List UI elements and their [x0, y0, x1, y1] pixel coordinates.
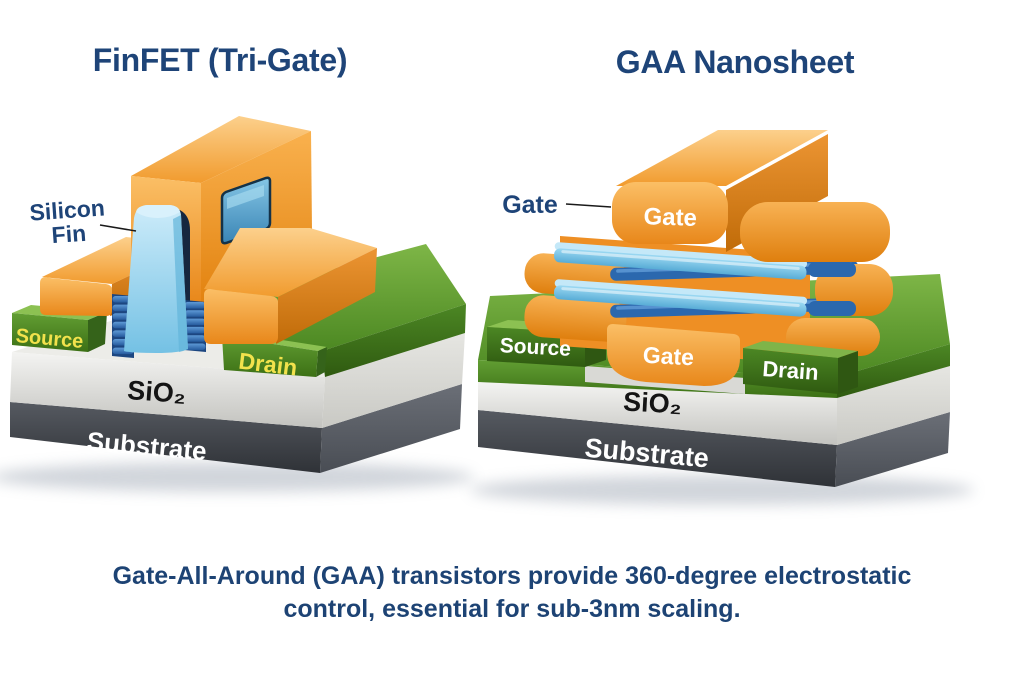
silicon-fin: [124, 205, 188, 353]
gaa-gate-left-bulge-2: [524, 295, 627, 342]
finfet-drain-contact-bar: [204, 228, 377, 344]
gaa-drain-label: Drain: [762, 356, 820, 385]
finfet-title: FinFET (Tri-Gate): [92, 42, 348, 78]
gaa-gate-stack: [524, 130, 893, 364]
nanosheet-tip-2: [808, 301, 856, 316]
nanosheet-light-2: [553, 279, 808, 317]
finfet-shadow: [0, 462, 474, 492]
gaa-bottom-gate-label: Gate: [642, 342, 694, 371]
gaa-title: GAA Nanosheet: [615, 44, 855, 80]
finfet-substrate-layer: [10, 384, 462, 473]
caption-line1: Gate-All-Around (GAA) transistors provid…: [112, 562, 912, 590]
gaa-diagram: Gate Source Gate Drain SiO₂ Substrate: [470, 130, 974, 505]
gaa-drain-block: [743, 341, 858, 394]
nanosheet-tip-1: [808, 262, 856, 277]
gaa-substrate-layer: [478, 410, 950, 487]
gate-callout: Gate: [502, 191, 558, 219]
gaa-top-gate-label: Gate: [643, 203, 697, 232]
gate-leader-line: [565, 203, 612, 208]
finfet-diagram: Source Drain SiO₂ Substrate: [0, 116, 474, 492]
finfet-oxide-label: SiO₂: [126, 375, 186, 409]
silicon-fin-leader-line: [99, 224, 137, 232]
gaa-shadow: [470, 475, 974, 505]
gaa-oxide-label: SiO₂: [622, 387, 682, 420]
gaa-source-label: Source: [499, 334, 571, 361]
gaa-gate-right-bulge-1: [740, 202, 890, 262]
silicon-fin-callout: Silicon Fin: [29, 194, 108, 248]
nanosheet-light-1: [553, 242, 808, 280]
caption-line2: control, essential for sub-3nm scaling.: [283, 594, 741, 623]
finfet-gate-window: [220, 176, 272, 245]
finfet-source-block: [12, 305, 107, 352]
figure-caption: Gate-All-Around (GAA) transistors provid…: [82, 560, 942, 625]
gaa-bottom-gate: [607, 324, 740, 386]
